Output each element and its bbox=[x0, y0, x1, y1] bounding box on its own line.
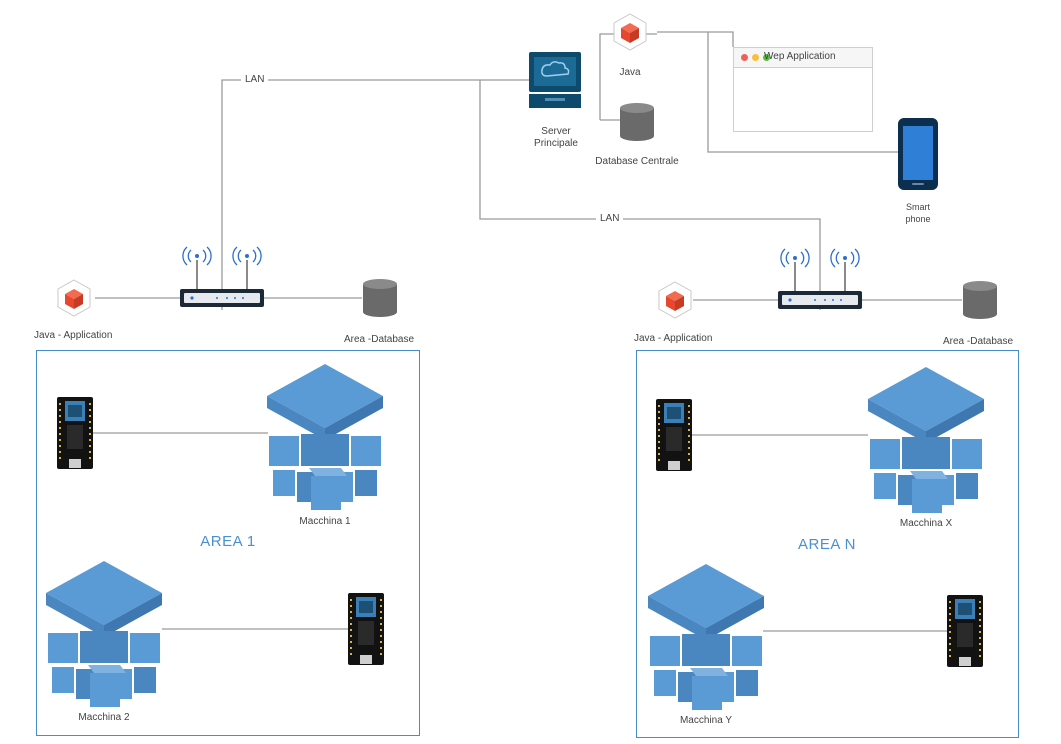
smartphone-label: Smart phone bbox=[905, 201, 930, 225]
machine-2-label: Macchina 2 bbox=[78, 712, 130, 723]
smartphone-label-line1: Smart bbox=[905, 202, 930, 212]
java-webapp-line bbox=[657, 31, 734, 47]
lan-label-mid: LAN bbox=[596, 213, 624, 225]
machine-1-label: Macchina 1 bbox=[299, 516, 351, 527]
browser-title-bar: Wep Application bbox=[734, 48, 872, 68]
smartphone-label-line2: phone bbox=[905, 214, 931, 224]
area1-java-icon bbox=[57, 279, 91, 317]
close-dot-icon bbox=[741, 54, 748, 61]
areaN-db-label: Area -Database bbox=[943, 336, 1014, 347]
web-application-title: Wep Application bbox=[764, 51, 836, 62]
area1-db-label: Area -Database bbox=[344, 334, 415, 345]
java-icon bbox=[613, 13, 647, 51]
area1-title: AREA 1 bbox=[200, 533, 256, 550]
area1-box bbox=[36, 350, 420, 736]
minimize-dot-icon bbox=[752, 54, 759, 61]
area1-java-label: Java - Application bbox=[34, 330, 113, 341]
lan-line-area1 bbox=[221, 79, 530, 310]
java-phone-line bbox=[707, 32, 898, 153]
web-application-window: Wep Application bbox=[733, 47, 873, 132]
machine-y-label: Macchina Y bbox=[679, 715, 733, 726]
server-label-line1: Server bbox=[541, 126, 571, 137]
machine-x-label: Macchina X bbox=[899, 518, 953, 529]
server-label: Server Principale bbox=[534, 126, 578, 150]
areaN-database-icon bbox=[963, 281, 997, 319]
server-label-line2: Principale bbox=[534, 138, 578, 149]
connection-lines bbox=[93, 31, 962, 632]
areaN-java-icon bbox=[658, 281, 692, 319]
database-label: Database Centrale bbox=[595, 156, 679, 167]
maximize-dot-icon bbox=[763, 54, 770, 61]
areaN-java-label: Java - Application bbox=[634, 333, 713, 344]
area1-database-icon bbox=[363, 279, 397, 317]
areaN-box bbox=[636, 350, 1019, 738]
lan-line-areaN bbox=[479, 80, 821, 310]
areaN-title: AREA N bbox=[797, 536, 857, 553]
database-icon bbox=[620, 103, 654, 141]
smartphone-icon bbox=[898, 118, 938, 190]
java-label: Java bbox=[619, 67, 641, 78]
lan-label-top: LAN bbox=[241, 74, 269, 86]
server-icon bbox=[529, 52, 581, 108]
